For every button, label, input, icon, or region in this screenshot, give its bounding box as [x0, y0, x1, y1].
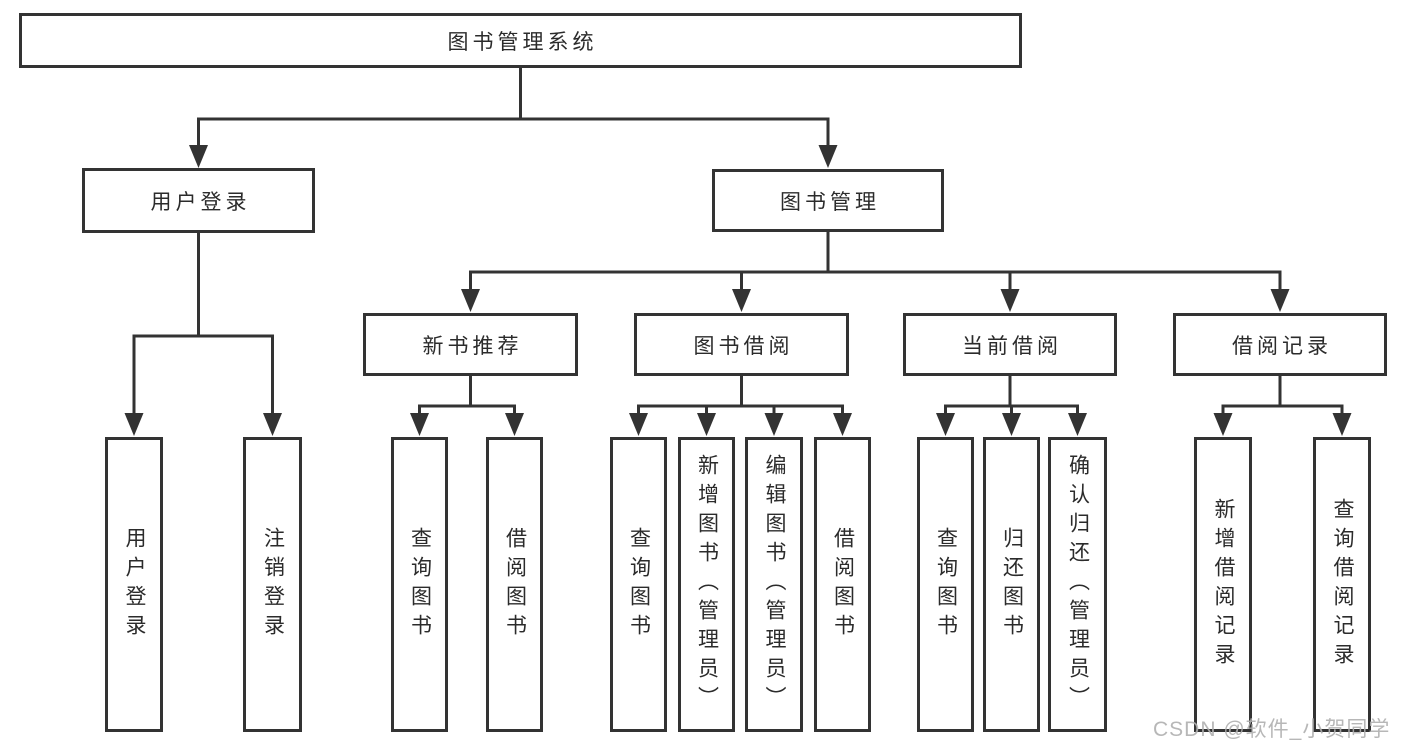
leaf-label: 查询借阅记录	[1331, 497, 1354, 672]
leaf-label: 借阅图书	[831, 526, 855, 643]
leaf-query-books-current: 查询图书	[917, 437, 974, 732]
leaf-label: 用户登录	[123, 526, 146, 643]
leaf-borrow-books-recommend: 借阅图书	[486, 437, 543, 732]
leaf-label: 确认归还（管理员）	[1066, 454, 1090, 715]
leaf-borrow-books-borrowing: 借阅图书	[814, 437, 871, 732]
leaf-label: 查询图书	[934, 526, 958, 643]
leaf-user-login: 用户登录	[105, 437, 163, 732]
node-label: 图书管理	[780, 190, 880, 214]
leaf-label: 新增图书（管理员）	[695, 454, 719, 715]
leaf-label: 查询图书	[408, 526, 432, 643]
node-label: 用户登录	[150, 190, 251, 214]
leaf-add-borrow-record: 新增借阅记录	[1194, 437, 1252, 732]
leaf-label: 注销登录	[261, 526, 285, 643]
leaf-label: 借阅图书	[503, 526, 527, 643]
node-new-book-recommendation: 新书推荐	[363, 313, 578, 376]
node-library-management-system: 图书管理系统	[19, 13, 1022, 68]
csdn-watermark: CSDN @软件_小贺同学	[1153, 718, 1391, 741]
leaf-label: 查询图书	[627, 526, 651, 643]
node-label: 借阅记录	[1232, 334, 1332, 358]
leaf-query-books-borrowing: 查询图书	[610, 437, 667, 732]
leaf-label: 归还图书	[1000, 526, 1024, 643]
node-label: 图书管理系统	[447, 30, 598, 54]
node-book-borrowing: 图书借阅	[634, 313, 849, 376]
node-current-borrowing: 当前借阅	[903, 313, 1117, 376]
leaf-logout: 注销登录	[243, 437, 302, 732]
leaf-add-books-admin: 新增图书（管理员）	[678, 437, 735, 732]
leaf-label: 新增借阅记录	[1212, 497, 1235, 672]
node-label: 当前借阅	[962, 334, 1062, 358]
leaf-edit-books-admin: 编辑图书（管理员）	[745, 437, 803, 732]
leaf-query-borrow-record: 查询借阅记录	[1313, 437, 1371, 732]
leaf-confirm-return-admin: 确认归还（管理员）	[1048, 437, 1107, 732]
node-borrowing-records: 借阅记录	[1173, 313, 1387, 376]
node-book-management: 图书管理	[712, 169, 944, 232]
leaf-label: 编辑图书（管理员）	[763, 454, 786, 715]
node-label: 新书推荐	[422, 334, 523, 358]
node-user-login: 用户登录	[82, 168, 315, 233]
leaf-return-books: 归还图书	[983, 437, 1040, 732]
leaf-query-books-recommend: 查询图书	[391, 437, 448, 732]
node-label: 图书借阅	[693, 334, 794, 358]
